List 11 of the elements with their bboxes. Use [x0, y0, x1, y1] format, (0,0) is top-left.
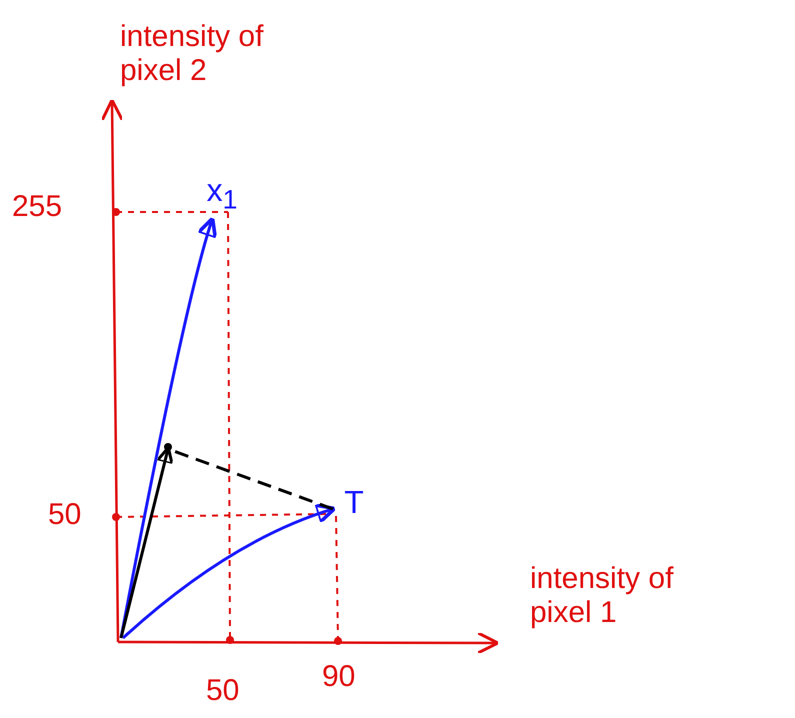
projection-point [164, 443, 172, 451]
vector-label: x$_{1}$ [205, 172, 239, 218]
tick-label: 50 [206, 674, 240, 708]
tick-label: 255 [12, 190, 64, 224]
vector-arrow [122, 504, 336, 640]
axis-title: intensity of pixel 2 [120, 20, 264, 88]
vector-arrow [120, 216, 218, 638]
tick-label: 50 [48, 498, 82, 532]
vector-label: T [334, 484, 374, 524]
axis-title: intensity of pixel 1 [530, 562, 674, 630]
tick-label: 90 [322, 660, 356, 694]
